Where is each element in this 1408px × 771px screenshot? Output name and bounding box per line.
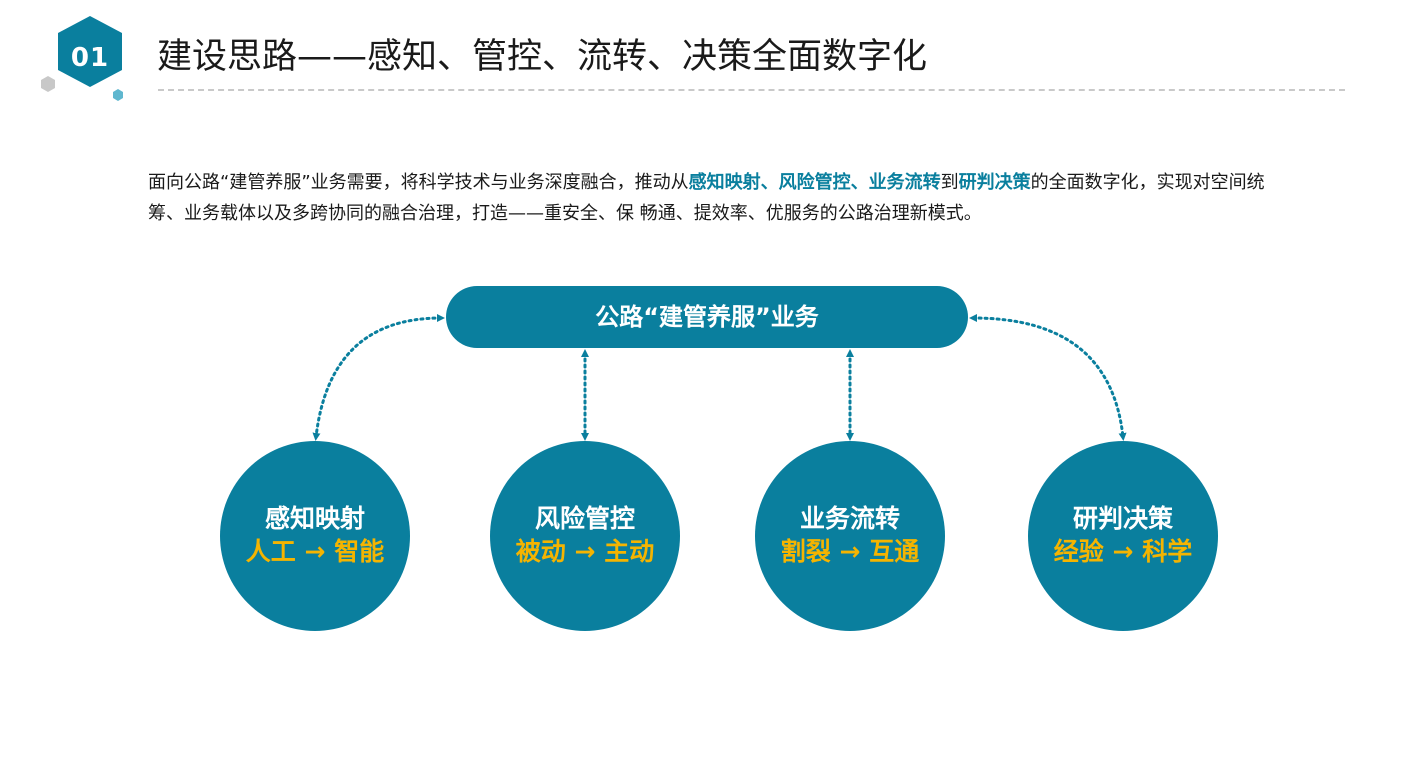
intro-text: 面向公路“建管养服”业务需要，将科学技术与业务深度融合，推动从 [148, 172, 689, 193]
page-title: 建设思路——感知、管控、流转、决策全面数字化 [157, 37, 928, 77]
node-to: 智能 [334, 537, 385, 566]
node-risk-control: 风险管控 被动 → 主动 [490, 441, 680, 631]
node-business-flow: 业务流转 割裂 → 互通 [755, 441, 945, 631]
node-to: 互通 [869, 537, 920, 566]
node-from: 经验 [1053, 537, 1104, 566]
intro-text: 的全面数字化，实现对空间统筹、业务载体以及多跨协同的融合治理，打造——重安全、保… [148, 172, 1265, 224]
title-divider [158, 89, 1345, 91]
intro-highlight-text: 感知映射、风险管控、业务流转 [688, 172, 941, 193]
arrow-right-icon: → [304, 537, 326, 566]
hexagon-badge-icon [41, 16, 123, 101]
arrow-right-icon: → [574, 537, 596, 566]
node-decision-making: 研判决策 经验 → 科学 [1028, 441, 1218, 631]
node-title: 感知映射 [264, 504, 365, 533]
node-from: 人工 [245, 537, 296, 566]
intro-paragraph: 面向公路“建管养服”业务需要，将科学技术与业务深度融合，推动从感知映射、风险管控… [148, 167, 1298, 229]
node-from: 被动 [515, 537, 566, 566]
node-transition: 经验 → 科学 [1054, 535, 1192, 569]
node-title: 研判决策 [1072, 504, 1173, 533]
section-number: 01 [70, 43, 110, 73]
node-to: 主动 [604, 537, 655, 566]
node-transition: 被动 → 主动 [516, 535, 654, 569]
node-transition: 割裂 → 互通 [781, 535, 919, 569]
center-business-pill: 公路“建管养服”业务 [446, 286, 968, 348]
node-from: 割裂 [780, 537, 831, 566]
intro-highlight-text: 研判决策 [958, 172, 1031, 193]
intro-text: 到 [940, 172, 959, 193]
node-title: 风险管控 [534, 504, 635, 533]
section-badge: 01 [28, 12, 138, 112]
arrow-right-icon: → [1112, 537, 1134, 566]
connector-arrow-3 [969, 314, 1127, 441]
node-transition: 人工 → 智能 [246, 535, 384, 569]
node-title: 业务流转 [799, 504, 900, 533]
connector-arrow-0 [312, 314, 445, 441]
arrow-right-icon: → [839, 537, 861, 566]
node-to: 科学 [1142, 537, 1193, 566]
node-perception-mapping: 感知映射 人工 → 智能 [220, 441, 410, 631]
